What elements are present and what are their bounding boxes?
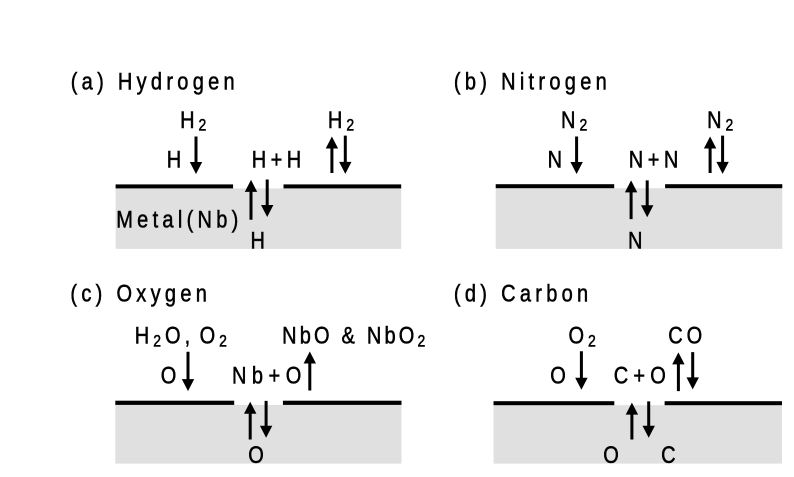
svg-text:H2​O,: H2​O, [135, 322, 194, 351]
svg-text:H: H [251, 227, 269, 254]
svg-text:N: N [548, 146, 566, 173]
svg-text:(c) Oxygen: (c) Oxygen [70, 280, 211, 307]
svg-text:H: H [167, 146, 185, 173]
svg-text:O: O [550, 362, 570, 389]
svg-text:N+N: N+N [629, 146, 683, 173]
svg-text:O: O [248, 441, 268, 468]
svg-text:H+H: H+H [252, 146, 306, 173]
svg-text:O: O [161, 362, 181, 389]
svg-text:O: O [603, 441, 623, 468]
svg-text:C: C [661, 441, 679, 468]
svg-text:C+O: C+O [614, 362, 671, 389]
svg-text:N: N [628, 227, 646, 254]
svg-text:CO: CO [668, 322, 706, 349]
svg-text:Metal(Nb): Metal(Nb) [116, 206, 242, 233]
svg-text:(b) Nitrogen: (b) Nitrogen [454, 68, 611, 95]
svg-text:Nb+O: Nb+O [232, 362, 307, 389]
svg-text:(d) Carbon: (d) Carbon [454, 280, 593, 307]
svg-text:(a) Hydrogen: (a) Hydrogen [71, 68, 239, 95]
svg-text:NbO & NbO2: NbO & NbO2 [282, 322, 428, 351]
